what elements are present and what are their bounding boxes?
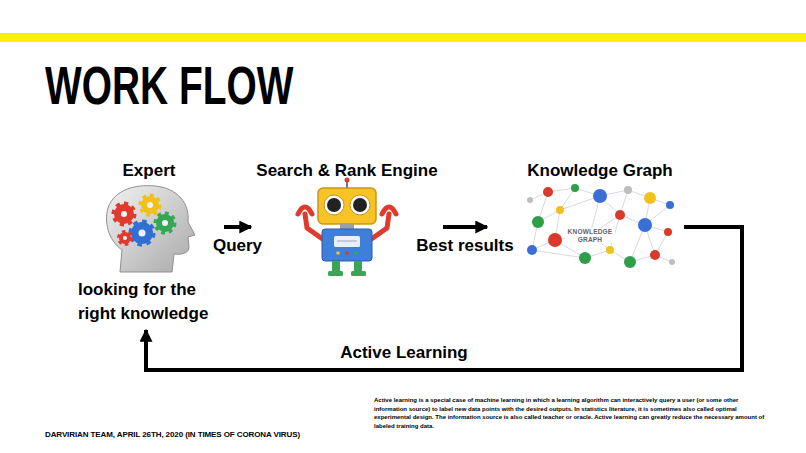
knowledge-graph-picture — [548, 233, 562, 247]
footer-credit: DARVIRIAN TEAM, APRIL 26TH, 2020 (IN TIM… — [45, 430, 465, 440]
robot-icon — [345, 251, 349, 255]
head-silhouette — [107, 186, 195, 272]
node-heading: Expert — [78, 160, 220, 182]
graph-links — [530, 188, 672, 262]
knowledge-graph-picture — [638, 218, 652, 232]
robot-foot — [328, 271, 343, 276]
robot-icon — [324, 195, 344, 215]
robot-neck — [340, 224, 354, 229]
knowledge-graph-picture — [593, 189, 607, 203]
knowledge-graph-picture — [571, 184, 579, 192]
flow-arrow — [224, 225, 251, 229]
arrow-label: Query — [211, 235, 264, 257]
knowledge-graph-picture — [624, 256, 636, 268]
robot-body — [322, 229, 372, 261]
knowledge-graph-picture — [615, 210, 625, 220]
robot-icon — [354, 251, 358, 255]
node-heading: Search & Rank Engine — [255, 160, 439, 182]
knowledge-graph-picture — [543, 187, 553, 197]
actor-node: Expert looking for the right knowledge — [78, 160, 220, 326]
robot-claw — [298, 207, 312, 214]
gear — [147, 202, 153, 208]
graph-node: Knowledge GraphKNOWLEDGE GRAPH — [520, 160, 680, 270]
arrow-label: Best results — [414, 235, 515, 257]
robot-icon — [298, 178, 396, 277]
knowledge-graph-picture — [606, 246, 614, 254]
gear — [139, 230, 146, 237]
knowledge-graph-picture — [579, 252, 591, 264]
robot-leg — [354, 261, 362, 272]
footnote-paragraph: Active learning is a special case of mac… — [374, 396, 766, 430]
gear — [141, 196, 159, 214]
head-gears-icon — [107, 186, 195, 272]
robot-icon — [336, 251, 340, 255]
knowledge-graph-picture — [666, 201, 674, 209]
robot-head — [318, 188, 376, 224]
node-description: looking for the right knowledge — [78, 278, 220, 326]
robot-icon — [350, 195, 370, 215]
gear — [156, 214, 174, 232]
knowledge-graph-picture — [664, 228, 672, 236]
gear — [156, 214, 174, 232]
knowledge-graph-picture — [624, 186, 632, 194]
knowledge-graph-picture — [527, 245, 537, 255]
robot-icon — [334, 236, 360, 247]
knowledge-graph-picture — [669, 259, 675, 265]
top-bar — [0, 33, 806, 42]
robot-foot — [351, 271, 366, 276]
robot-icon — [327, 198, 341, 212]
gear — [162, 220, 168, 226]
knowledge-graph-picture — [650, 250, 660, 260]
gear — [141, 196, 159, 214]
gear — [119, 232, 131, 244]
gear — [119, 232, 131, 244]
robot-icon — [353, 198, 367, 212]
page-title: WORK FLOW — [45, 58, 293, 112]
gear — [114, 204, 134, 224]
gear — [114, 204, 134, 224]
knowledge-graph-picture — [556, 206, 564, 214]
robot-leg — [332, 261, 340, 272]
gear — [121, 211, 127, 217]
flow-arrow — [146, 227, 742, 370]
knowledge-graph-picture — [527, 197, 533, 203]
robot-claw — [382, 207, 396, 214]
graph-caption: KNOWLEDGE GRAPH — [565, 228, 615, 243]
engine-node: Search & Rank Engine — [255, 160, 439, 290]
gear — [131, 222, 153, 244]
gear — [131, 222, 153, 244]
knowledge-graph-picture — [527, 184, 675, 268]
arrow-label: Active Learning — [338, 342, 470, 364]
robot-icon — [337, 241, 357, 242]
node-heading: Knowledge Graph — [520, 160, 680, 182]
knowledge-graph-picture — [644, 192, 656, 204]
flow-arrow — [443, 225, 487, 229]
gear — [123, 236, 127, 240]
knowledge-graph-picture — [532, 216, 544, 228]
